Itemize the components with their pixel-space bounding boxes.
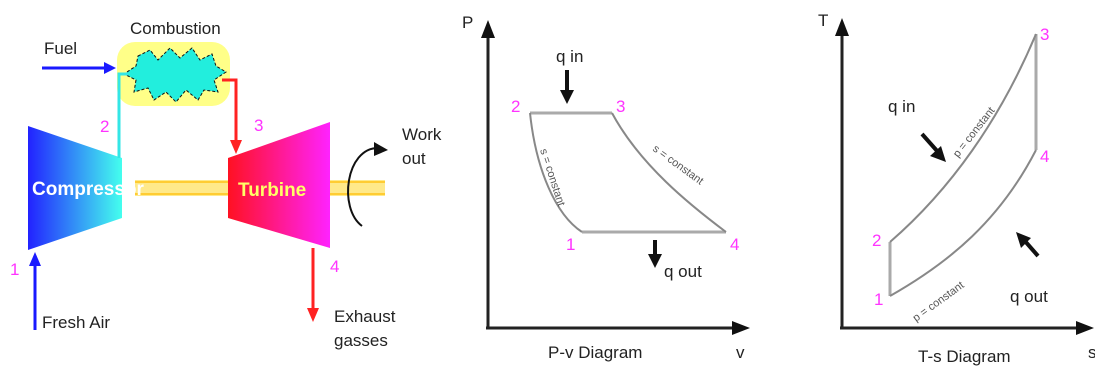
compressor-label: Compressor (32, 179, 145, 200)
ts-diagram: T s T-s Diagram p = constant p = constan… (818, 11, 1095, 366)
ts-q-in-label: q in (888, 97, 915, 116)
fresh-air-label: Fresh Air (42, 313, 110, 332)
state-1-label: 1 (10, 260, 19, 279)
exhaust-label-line1: Exhaust (334, 307, 396, 326)
pv-state-3: 3 (616, 97, 625, 116)
ts-x-arrow-head (1076, 321, 1094, 335)
work-out-line1: Work (402, 125, 442, 144)
fuel-label: Fuel (44, 39, 77, 58)
work-out-arrow-head (374, 142, 388, 156)
pv-state-2: 2 (511, 97, 520, 116)
pv-compression-label: s = constant (537, 147, 567, 207)
pv-q-in-arrow-head (560, 90, 574, 104)
work-out-arrow (347, 147, 379, 227)
ts-state-2: 2 (872, 231, 881, 250)
state-4-label: 4 (330, 257, 339, 276)
ts-x-axis-label: s (1088, 343, 1095, 362)
ts-q-out-arrow-head (1016, 232, 1031, 248)
pv-state-1: 1 (566, 235, 575, 254)
pv-diagram-title: P-v Diagram (548, 343, 642, 362)
fresh-air-arrow-head (29, 252, 41, 266)
state-2-label: 2 (100, 117, 109, 136)
ts-q-in-arrow-head (930, 146, 946, 162)
ts-q-out-label: q out (1010, 287, 1048, 306)
pv-x-axis-label: v (736, 343, 745, 362)
compressor-body (28, 126, 122, 250)
turbine-label: Turbine (238, 180, 306, 201)
pv-q-in-label: q in (556, 47, 583, 66)
turbine-inlet-arrow-head (230, 140, 242, 154)
engine-schematic: Compressor Turbine Combustion Fuel 2 3 1… (10, 19, 442, 350)
exhaust-arrow-head (307, 308, 319, 322)
ts-heat-reject-curve (889, 149, 1037, 297)
ts-y-arrow-head (835, 18, 849, 36)
pv-q-out-label: q out (664, 262, 702, 281)
pv-q-out-arrow-head (648, 254, 662, 268)
pv-expansion-label: s = constant (650, 143, 705, 188)
pv-y-axis-label: P (462, 13, 473, 32)
ts-heat-add-label: p = constant (951, 105, 998, 160)
ts-state-3: 3 (1040, 25, 1049, 44)
ts-state-1: 1 (874, 290, 883, 309)
compressor-outlet-pipe (117, 72, 128, 158)
ts-state-4: 4 (1040, 147, 1049, 166)
combustion-flame (123, 47, 227, 103)
pv-state-4: 4 (730, 235, 739, 254)
exhaust-label-line2: gasses (334, 331, 388, 350)
combustion-label: Combustion (130, 19, 221, 38)
pv-x-arrow-head (732, 321, 750, 335)
combustor-outlet-pipe (222, 78, 238, 142)
fuel-arrow-head (104, 62, 116, 74)
ts-heat-reject-label: p = constant (911, 279, 967, 324)
pv-expansion-curve (611, 112, 727, 233)
work-out-line2: out (402, 149, 426, 168)
pv-diagram: P v P-v Diagram s = constant s = constan… (462, 13, 750, 362)
pv-compression-curve (529, 112, 583, 233)
turbine-body (228, 122, 330, 248)
ts-diagram-title: T-s Diagram (918, 347, 1011, 366)
state-3-label: 3 (254, 116, 263, 135)
pv-y-arrow-head (481, 20, 495, 38)
ts-heat-add-curve (889, 33, 1037, 243)
ts-y-axis-label: T (818, 11, 828, 30)
